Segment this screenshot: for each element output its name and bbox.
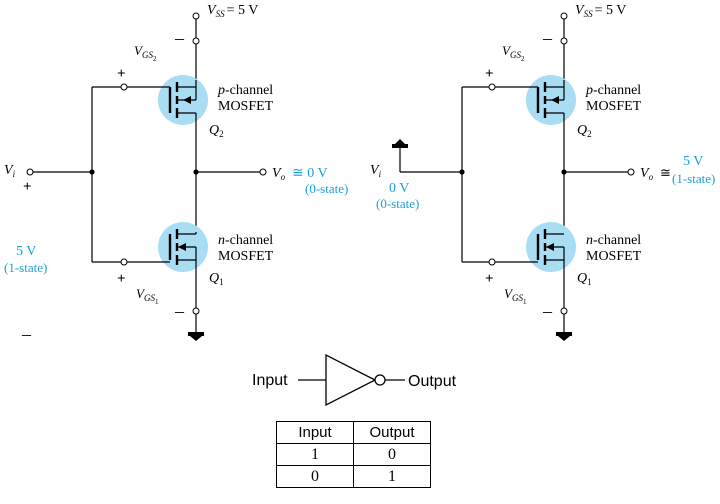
vo-terminal [627,168,635,176]
gate-output-label: Output [408,373,457,390]
p-mosfet-label: MOSFET [218,99,274,114]
input-state: (1-state) [4,260,47,275]
n-channel-label: n-channel [586,233,641,248]
cell-input: 0 [276,465,354,488]
truth-table: Input Output 1 0 0 1 [276,421,431,488]
ground-icon [188,332,204,341]
n-mosfet-label: MOSFET [218,249,274,264]
not-gate-icon [325,353,386,407]
vgs2-label: VGS2 [134,43,157,63]
ground-icon [392,139,408,148]
right-circuit: VSS= 5 V – VGS2 + p-channel MOSFET Q2 [370,3,715,341]
vi-state: (0-state) [376,196,419,211]
vss-minus: – [174,28,185,48]
vo-value: 5 V [683,154,703,169]
left-circuit: VSS= 5 V – VGS2 + p-channel MOSFET Q [4,3,348,344]
cell-output: 1 [353,465,431,488]
vgs1-label: VGS1 [136,286,159,306]
vo-label: Vo [272,166,286,182]
vgs1-plus: + [485,271,494,287]
p-channel-label: p-channel [217,83,273,98]
n-channel-label: n-channel [218,233,273,248]
vi-label: Vi [370,163,382,179]
vss-label: VSS= 5 V [207,3,258,19]
vgs2-label: VGS2 [502,43,525,63]
vgs2-plus: + [117,66,126,82]
ground-minus: – [174,301,185,321]
header-output: Output [353,421,431,444]
n-mosfet-label: MOSFET [586,249,642,264]
vo-state: (1-state) [672,171,715,186]
vgs2-plus: + [485,66,494,82]
vi-label: Vi [4,163,16,179]
n-channel-mosfet-icon [168,229,197,308]
vo-approx: ≅ [660,165,671,180]
table-header-row: Input Output [276,421,431,444]
vi-terminal [26,168,34,176]
p-channel-mosfet-icon [168,80,197,126]
q2-label: Q2 [209,123,224,139]
q1-label: Q1 [209,271,224,287]
ground-icon [556,332,572,341]
p-channel-mosfet-icon [536,80,565,126]
n-channel-mosfet-icon [536,229,565,308]
q1-label: Q1 [577,271,592,287]
vgs1-plus: + [117,271,126,287]
vi-plus: + [23,179,32,195]
table-row: 0 1 [276,465,431,488]
input-minus: – [21,324,32,344]
ground-minus: – [542,301,553,321]
vi-value: 0 V [389,181,409,196]
vo-label: Vo [640,166,654,182]
vss-label: VSS= 5 V [575,3,626,19]
cell-input: 1 [276,443,354,466]
vgs1-label: VGS1 [504,286,527,306]
gate-input-label: Input [252,372,288,389]
q2-label: Q2 [577,123,592,139]
p-mosfet-label: MOSFET [586,99,642,114]
vo-terminal [259,168,267,176]
vss-minus: – [542,28,553,48]
input-value: 5 V [16,244,36,259]
table-row: 1 0 [276,443,431,466]
p-channel-label: p-channel [585,83,641,98]
header-input: Input [276,421,354,444]
cell-output: 0 [353,443,431,466]
vo-state: (0-state) [305,181,348,196]
not-gate: Input Output [252,353,457,407]
vo-value: ≅ 0 V [292,166,328,181]
vss-terminal [192,12,200,20]
vss-terminal [560,12,568,20]
